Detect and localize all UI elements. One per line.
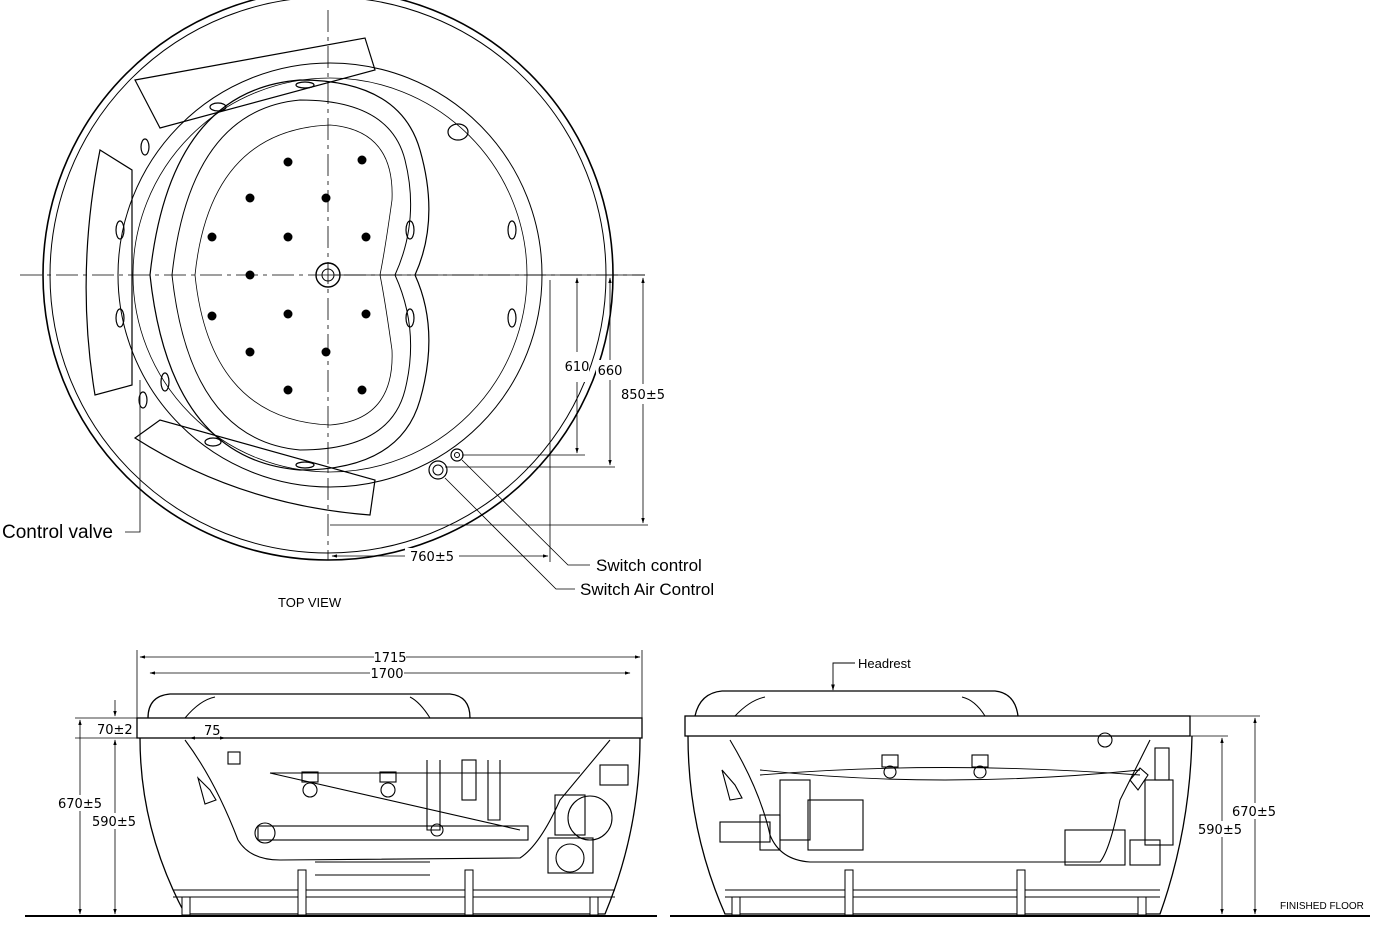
wall-jets xyxy=(115,81,517,469)
dim-610: 610 xyxy=(565,360,590,375)
switch-control-label: Switch control xyxy=(596,556,702,575)
dim-670: 670±5 xyxy=(58,797,102,812)
side-dim-670: 670±5 xyxy=(1232,805,1276,820)
dim-660: 660 xyxy=(598,364,623,379)
front-view: 1715 1700 70±2 75 670±5 590±5 xyxy=(25,650,657,917)
headrest-label: Headrest xyxy=(858,656,911,671)
switch-air-control-label: Switch Air Control xyxy=(580,580,714,599)
side-dim-590: 590±5 xyxy=(1198,823,1242,838)
dim-75: 75 xyxy=(204,724,221,739)
finished-floor-label: FINISHED FLOOR xyxy=(1280,901,1364,912)
switch-control-icon xyxy=(450,448,464,462)
side-pipework xyxy=(719,732,1174,866)
front-view-dimensions xyxy=(75,650,643,917)
top-view-title: TOP VIEW xyxy=(278,595,342,610)
top-view: 610 660 850±5 760±5 Control valve Switch… xyxy=(2,0,714,610)
dim-760: 760±5 xyxy=(410,550,454,565)
dim-1715: 1715 xyxy=(373,651,406,666)
switch-air-control-icon xyxy=(428,460,448,480)
dim-1700: 1700 xyxy=(370,667,403,682)
front-pipework xyxy=(196,751,629,876)
dim-850: 850±5 xyxy=(621,388,665,403)
dim-590: 590±5 xyxy=(92,815,136,830)
side-view: Headrest 590±5 670±5 FINISHED FLOOR xyxy=(670,656,1370,917)
dim-70: 70±2 xyxy=(97,723,133,738)
air-jets xyxy=(207,155,371,395)
control-valve-label: Control valve xyxy=(2,522,113,543)
